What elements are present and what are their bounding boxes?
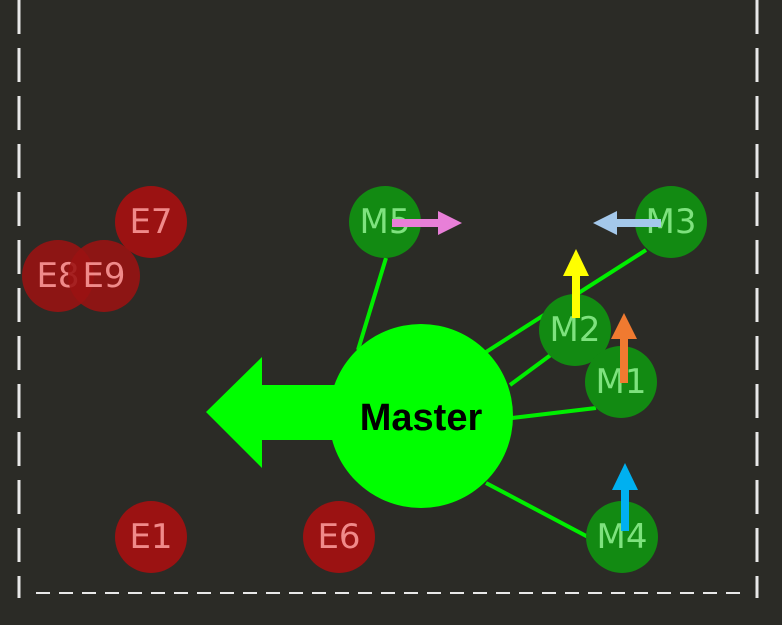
enemy-e6-label: E6 <box>317 517 360 557</box>
up-arrow-icon <box>612 463 638 490</box>
up-arrow-icon <box>611 313 637 339</box>
enemy-e1-label: E1 <box>129 517 172 557</box>
link-master-m5 <box>356 257 388 351</box>
up-arrow-icon <box>563 249 589 276</box>
enemy-e7: E7 <box>115 186 187 258</box>
enemy-e7-label: E7 <box>129 202 172 242</box>
enemy-e7-circle <box>115 186 187 258</box>
arrow-m5 <box>392 211 462 235</box>
master-circle <box>329 324 513 508</box>
member-m2-circle <box>539 294 611 366</box>
enemy-e6-circle <box>303 501 375 573</box>
right-arrow-icon <box>438 211 462 235</box>
arrow-m1 <box>611 313 637 383</box>
master-label: Master <box>360 397 483 439</box>
link-master-m2 <box>508 352 554 387</box>
member-m2: M2 <box>539 294 611 366</box>
arrow-m4-shaft <box>621 487 629 531</box>
member-m5: M5 <box>349 186 421 258</box>
arrow-m4 <box>612 463 638 531</box>
big-left-arrow-icon <box>206 357 348 468</box>
enemy-e9-circle <box>68 240 140 312</box>
arrow-m1-shaft <box>620 337 628 383</box>
enemy-e6: E6 <box>303 501 375 573</box>
enemy-e9: E9 <box>68 240 140 312</box>
master-node: Master <box>329 324 513 508</box>
link-master-m4 <box>485 481 591 540</box>
enemy-e1: E1 <box>115 501 187 573</box>
arrow-m2-shaft <box>572 274 580 318</box>
member-m5-circle <box>349 186 421 258</box>
enemy-e1-circle <box>115 501 187 573</box>
member-m4-circle <box>586 501 658 573</box>
arrow-m2 <box>563 249 589 318</box>
arrow-m3-shaft <box>617 219 661 227</box>
arrow-m5-shaft <box>392 219 438 227</box>
enemy-e9-label: E9 <box>82 256 125 296</box>
member-m3-circle <box>635 186 707 258</box>
left-arrow-icon <box>593 211 617 235</box>
link-master-m1 <box>511 406 597 420</box>
arrow-m3 <box>593 211 661 235</box>
